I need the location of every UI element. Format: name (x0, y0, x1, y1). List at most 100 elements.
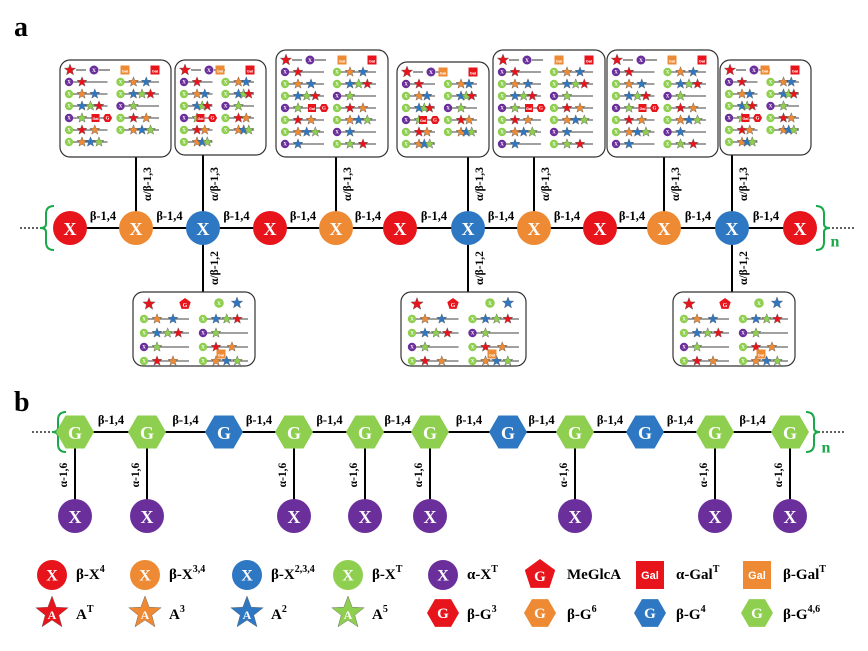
node-letter: A (141, 608, 150, 622)
star-shape (770, 296, 784, 309)
mini-arabinose-star (292, 66, 304, 77)
circle-shape (198, 342, 208, 352)
mini-arabinose-star (509, 114, 521, 125)
mini-arabinose-star (691, 355, 703, 366)
mini-xylose: X (64, 125, 74, 135)
mini-arabinose-star (744, 124, 756, 135)
node-letter: X (67, 93, 71, 98)
legend-label-main: A (169, 607, 180, 623)
linkage-label: β-1,4 (667, 413, 694, 427)
mini-xylose: X (280, 91, 290, 101)
mini-xylose: X (204, 65, 214, 75)
node-letter: Gal (247, 69, 253, 74)
backbone-node-b: G (275, 415, 313, 449)
mini-arabinose-star (140, 112, 152, 123)
star-shape (750, 313, 762, 324)
mini-arabinose-star (636, 114, 648, 125)
mini-arabinose-star (509, 78, 521, 89)
mini-arabinose-star (788, 124, 800, 135)
hexagon-shape (771, 415, 809, 449)
hexagon-shape (696, 415, 734, 449)
mini-xylose: X (549, 127, 559, 137)
star-shape (128, 112, 139, 123)
mini-arabinose-star (526, 90, 538, 101)
mini-xylose: X (332, 139, 342, 149)
mini-xylose: X (179, 101, 189, 111)
star-shape (419, 313, 431, 324)
legend-label-main: β-X (271, 567, 295, 583)
mini-gal: Gal (790, 65, 800, 75)
panel-a-label: a (14, 12, 28, 43)
circle-shape (754, 298, 764, 308)
star-shape (723, 63, 737, 76)
node-letter: X (500, 131, 504, 136)
legend-label: β-GalT (783, 564, 826, 584)
mini-xylose: X (443, 115, 453, 125)
circle-shape (64, 137, 74, 147)
mini-xylose: X (522, 55, 532, 65)
star-shape (623, 66, 635, 77)
legend-label: α-GalT (676, 564, 720, 584)
node-letter: X (142, 332, 146, 337)
circle-shape (64, 125, 74, 135)
legend-label-main: A (372, 607, 383, 623)
star-shape (502, 313, 514, 324)
mini-xylose: X (663, 115, 672, 125)
mini-xylose: X (611, 127, 621, 137)
circle-shape (53, 211, 87, 245)
circle-shape (179, 137, 189, 147)
node-letter: X (552, 95, 556, 100)
node-letter: X (769, 81, 773, 86)
mini-arabinose-star (305, 114, 317, 125)
circle-shape (407, 342, 417, 352)
legend-label-main: α-Gal (676, 567, 713, 583)
node-letter: X (741, 318, 745, 323)
node-letter: X (119, 93, 123, 98)
mini-arabinose-star (309, 90, 321, 101)
star-shape (561, 90, 573, 101)
mini-gal: Gal (468, 67, 478, 77)
star-shape (746, 136, 758, 147)
circle-shape (305, 55, 315, 65)
star-shape (692, 114, 703, 125)
mini-arabinose-star (509, 138, 521, 149)
mini-xylose: X (116, 89, 125, 99)
backbone-node-b: G (56, 415, 94, 449)
node-letter: X (404, 131, 408, 136)
mini-arabinose-star (702, 327, 714, 338)
mini-glc: G (102, 114, 113, 122)
node-letter: Gal (526, 107, 532, 111)
mini-arabinose-star (240, 112, 252, 123)
node-letter: X (462, 219, 475, 239)
circle-shape (468, 342, 477, 352)
star-shape (167, 313, 179, 324)
branch-linkage: α-1,6 (130, 462, 142, 487)
circle-shape (663, 67, 672, 77)
node-letter: X (666, 131, 670, 136)
square-shape (756, 349, 766, 359)
linkage-label: β-1,4 (355, 209, 382, 223)
sidechain-box-frame (132, 291, 256, 367)
mini-xylose: X (549, 91, 559, 101)
mini-arabinose-star (785, 112, 797, 123)
mini-xylose: X (497, 139, 507, 149)
square-shape (468, 67, 478, 77)
node-letter: X (335, 131, 339, 136)
circle-shape (738, 314, 748, 324)
star-shape (623, 78, 635, 89)
node-letter: X (500, 71, 504, 76)
circle-shape (179, 89, 189, 99)
mini-gal: Gal (120, 65, 130, 75)
node-letter: X (429, 70, 433, 76)
circle-shape (517, 211, 551, 245)
branch-xylose-node: X (130, 499, 164, 533)
mini-arabinose-star (675, 126, 686, 137)
hexagon-shape (319, 104, 329, 112)
mini-xylose: X (754, 298, 764, 308)
node-letter: X (64, 219, 77, 239)
node-letter: X (335, 143, 339, 148)
circle-shape (64, 101, 74, 111)
star-shape (230, 296, 244, 309)
